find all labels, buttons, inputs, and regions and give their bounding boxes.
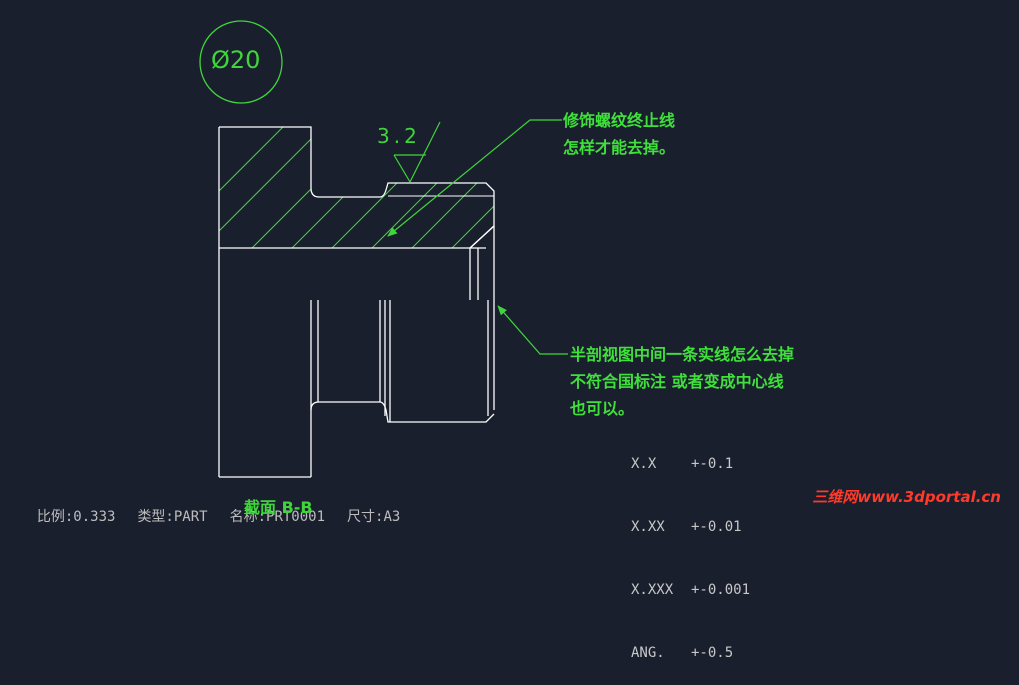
section-note-line-3: 也可以。 xyxy=(570,399,635,418)
section-note: 半剖视图中间一条实线怎么去掉 不符合国标注 或者变成中心线 也可以。 xyxy=(570,341,794,422)
section-note-line-2: 不符合国标注 或者变成中心线 xyxy=(570,372,784,391)
part-outline[interactable] xyxy=(218,126,495,478)
diameter-balloon-circle xyxy=(199,20,283,104)
tolerance-row: ANG. +-0.5 xyxy=(631,643,750,664)
tolerance-format: X.XX xyxy=(631,519,665,535)
tolerance-format: ANG. xyxy=(631,645,665,661)
tolerance-format: X.X xyxy=(631,456,657,472)
thread-note-line-1: 修饰螺纹终止线 xyxy=(563,111,676,130)
upper-section-outline xyxy=(219,126,495,249)
tolerance-value: +-0.01 xyxy=(691,519,742,535)
section-note-line-1: 半剖视图中间一条实线怎么去掉 xyxy=(570,345,795,364)
groove-bottom xyxy=(310,401,495,423)
tolerance-row: X.XX +-0.01 xyxy=(631,517,750,538)
tolerance-value: +-0.1 xyxy=(691,456,734,472)
tolerance-row: X.XXX +-0.001 xyxy=(631,580,750,601)
thread-note: 修饰螺纹终止线 怎样才能去掉。 xyxy=(563,107,675,161)
tolerance-format: X.XXX xyxy=(631,582,674,598)
tolerance-value: +-0.001 xyxy=(691,582,751,598)
diameter-label[interactable]: Ø20 xyxy=(211,46,261,74)
section-leader xyxy=(497,305,568,355)
surface-roughness-symbol[interactable] xyxy=(393,121,441,183)
chamfer-upper-line xyxy=(469,225,495,249)
drawing-canvas[interactable] xyxy=(0,0,1019,513)
thread-note-line-2: 怎样才能去掉。 xyxy=(563,138,676,157)
tolerance-table: X.X +-0.1 X.XX +-0.01 X.XXX +-0.001 ANG. +-0… xyxy=(631,412,750,685)
watermark: 三维网www.3dportal.cn xyxy=(812,488,1001,506)
status-size: 尺寸:A3 xyxy=(347,509,401,525)
section-label[interactable]: 截面 B-B xyxy=(244,498,313,517)
thread-leader xyxy=(387,119,562,237)
status-type: 类型:PART xyxy=(137,509,208,525)
tolerance-row: X.X +-0.1 xyxy=(631,454,750,475)
status-scale: 比例:0.333 xyxy=(36,509,116,525)
roughness-value[interactable]: 3.2 xyxy=(377,124,421,148)
diameter-callout[interactable] xyxy=(199,20,283,104)
tolerance-value: +-0.5 xyxy=(691,645,734,661)
